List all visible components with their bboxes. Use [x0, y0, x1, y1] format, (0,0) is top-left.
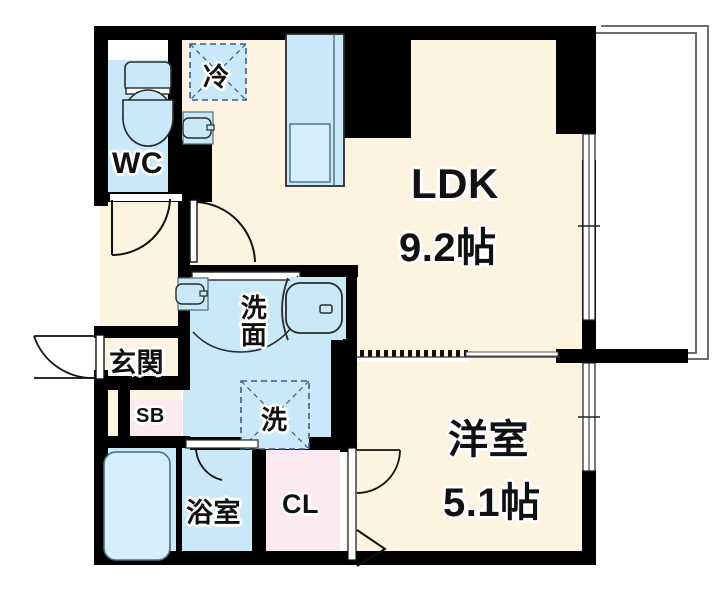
balcony-inner-top — [595, 32, 697, 34]
bedroom-area-label: 5.1帖 — [443, 481, 541, 525]
wall-right-outer-upper — [582, 160, 596, 355]
bedroom-label: 洋室 — [448, 418, 529, 462]
wall-ldk-bedroom-right — [556, 349, 688, 363]
wall-right-outer-lower — [582, 470, 596, 565]
closet-floor — [266, 450, 340, 565]
refrigerator-label: 冷 — [203, 62, 230, 92]
wall-sb-left — [118, 390, 130, 438]
wall-cl-right — [340, 440, 350, 452]
wall-bath-tub-divider — [176, 448, 182, 565]
shoebox-label: SB — [136, 405, 165, 427]
wall-bath-right — [252, 448, 266, 565]
laundry-label: 洗 — [261, 405, 288, 435]
wall-ldk-bottom-stub — [343, 349, 357, 363]
ldk-area-label: 9.2帖 — [399, 226, 497, 270]
entrance-label: 玄関 — [109, 348, 164, 378]
wall-washroom-topstub — [190, 265, 212, 277]
wall-washroom-mid-divider — [212, 265, 308, 277]
wall-ldk-bedroom-right-stub — [674, 349, 688, 363]
wall-top-right-block — [556, 26, 596, 134]
wall-wc-bottom — [100, 192, 212, 202]
wall-kitchen-back — [341, 26, 411, 138]
wall-corridor-right-upper — [178, 202, 190, 270]
ldk-label: LDK — [411, 160, 499, 207]
balcony-outline-right — [707, 25, 709, 360]
wall-sb-bottom — [94, 436, 190, 448]
balcony-inner-right — [695, 32, 697, 353]
wall-washroom-left-lower — [94, 326, 190, 338]
wall-left-outer — [94, 26, 108, 202]
wall-washroom-left-upper — [178, 270, 190, 326]
wall-entrance-right — [178, 326, 190, 376]
closet-label: CL — [282, 489, 319, 519]
wall-washroom-right-upper — [343, 265, 357, 355]
wc-label: WC — [112, 147, 163, 180]
wall-wc-right-lower — [168, 60, 182, 140]
wall-left-outer-lower — [94, 370, 108, 565]
washroom-label-line1: 洗面 — [240, 293, 268, 351]
wall-entrance-bottom — [94, 376, 190, 390]
wall-wc-partition — [168, 140, 212, 200]
wall-wc-right — [168, 26, 182, 62]
balcony-outline-top — [601, 25, 709, 27]
shoebox-floor — [129, 400, 182, 436]
wall-bedroom-left — [345, 355, 357, 440]
wall-ldk-washroom — [308, 265, 358, 277]
bath-label: 浴室 — [186, 498, 241, 528]
wall-bottom-outer — [94, 551, 596, 565]
wall-washroom-bottom — [190, 437, 345, 450]
